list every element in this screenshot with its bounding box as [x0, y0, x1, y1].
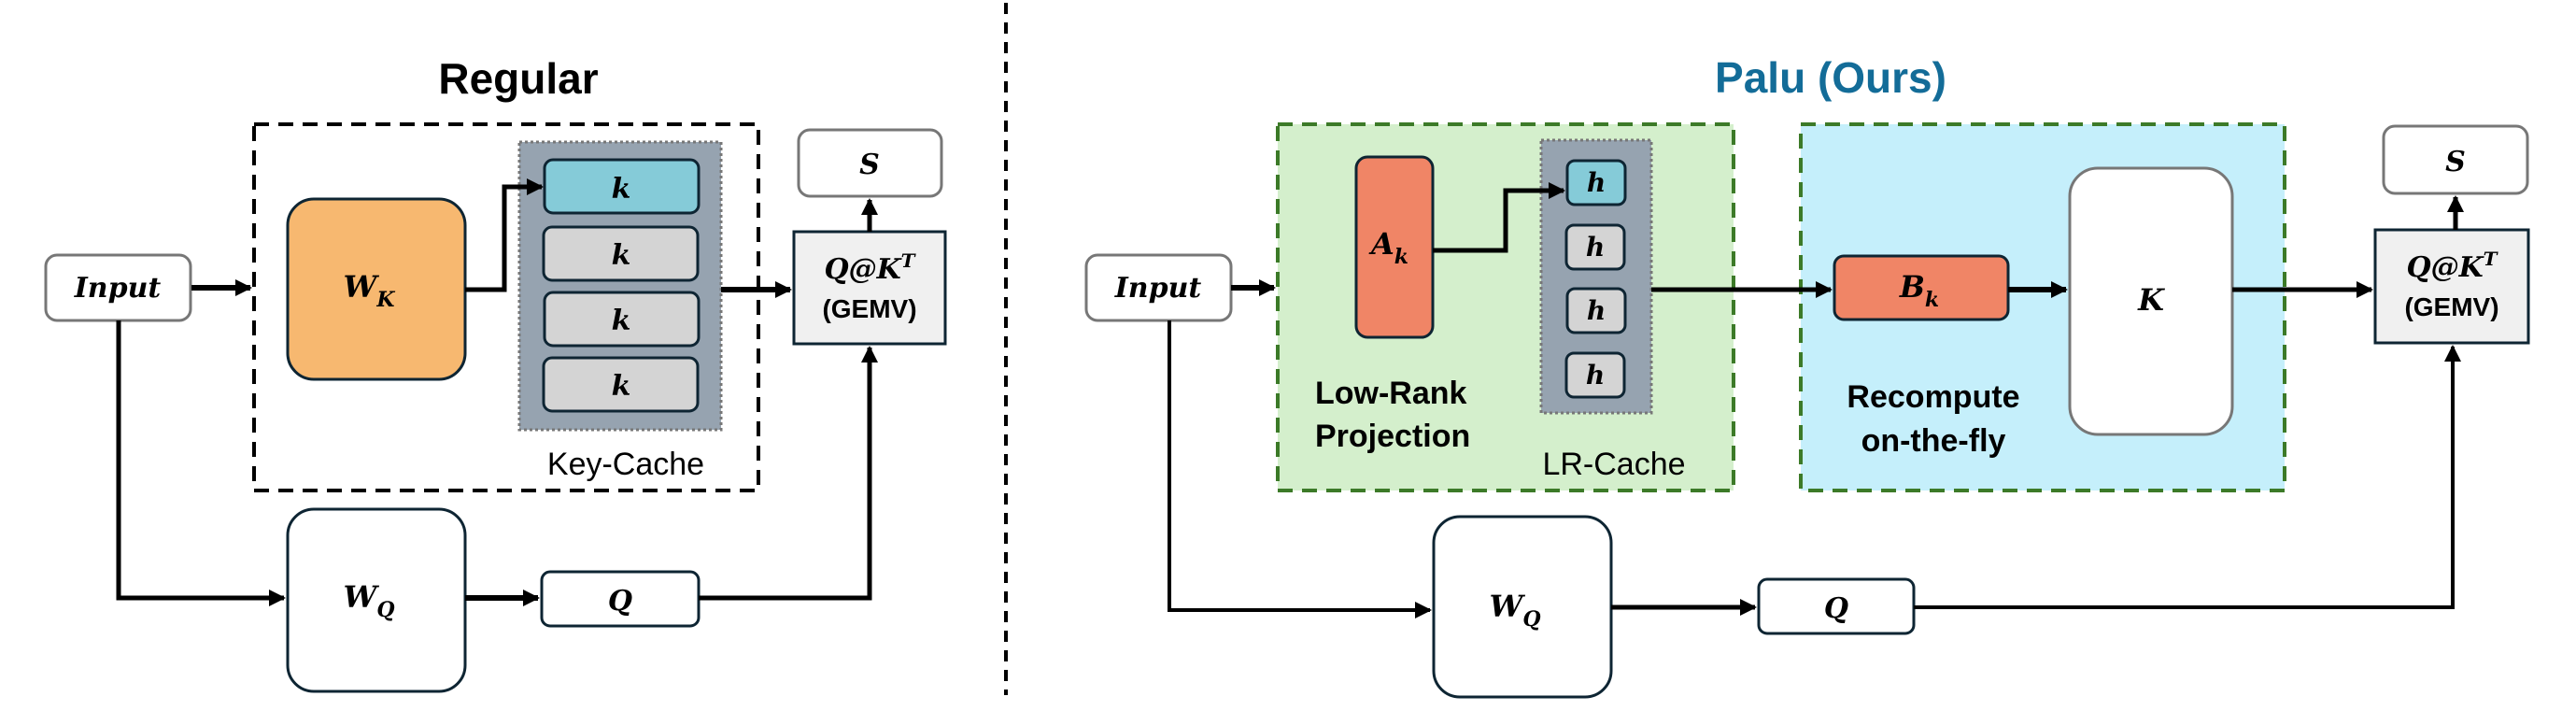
- q-label: Q: [608, 585, 632, 618]
- cache-item-label: k: [612, 370, 631, 403]
- svg-text:Bk: Bk: [1899, 269, 1939, 312]
- lr-cache: h h h h: [1539, 138, 1653, 415]
- cache-item: [542, 225, 700, 282]
- arrow-input-to-wq: [1168, 320, 1432, 618]
- lr-cache-item-label: h: [1587, 295, 1606, 326]
- ak-base: A: [1368, 226, 1394, 262]
- bk-sub: k: [1925, 288, 1939, 312]
- svg-text:WQ: WQ: [1489, 589, 1540, 632]
- svg-text:WK: WK: [343, 269, 395, 312]
- lowrank-label-line2: Projection: [1315, 419, 1470, 454]
- wk-sub: K: [375, 288, 395, 312]
- regular-input-label: Input: [74, 272, 162, 305]
- arrow-q-to-qk: [699, 346, 878, 601]
- regular-qk-node: Q@KT (GEMV): [792, 230, 947, 346]
- palu-wq-sub: Q: [1522, 607, 1540, 632]
- palu-wq-base: W: [1489, 589, 1525, 624]
- ak-node: Ak: [1354, 155, 1435, 339]
- qk-op: (GEMV): [822, 294, 916, 323]
- bk-base: B: [1899, 269, 1925, 305]
- recompute-label-line2: on-the-fly: [1861, 423, 2006, 459]
- regular-s-node: S: [797, 128, 943, 198]
- lr-cache-item: [1564, 223, 1626, 271]
- svg-text:Q@KT: Q@KT: [824, 249, 916, 286]
- qk-base: Q@K: [824, 253, 902, 286]
- palu-q-node: Q: [1757, 577, 1916, 635]
- palu-q-label: Q: [1824, 592, 1848, 625]
- lr-cache-item-new: [1565, 159, 1627, 206]
- qk-sup: T: [901, 249, 917, 272]
- arrow-q-to-qk: [1914, 345, 2461, 609]
- s-label: S: [859, 149, 880, 181]
- regular-q-node: Q: [540, 570, 701, 628]
- palu-qk-sup: T: [2484, 248, 2499, 270]
- cache-item-label: k: [612, 305, 631, 337]
- k-node: K: [2068, 166, 2234, 436]
- cache-item-label: k: [612, 173, 631, 206]
- regular-panel: Regular Input WK k k k k Key-Cache: [44, 54, 947, 693]
- svg-text:Q@KT: Q@KT: [2406, 248, 2498, 284]
- palu-s-node: S: [2382, 124, 2529, 195]
- palu-input-node: Input: [1084, 253, 1233, 322]
- palu-qk-op: (GEMV): [2404, 292, 2498, 321]
- regular-input-node: Input: [44, 253, 192, 322]
- lowrank-region: [1276, 122, 1735, 492]
- regular-wq-node: WQ: [286, 507, 467, 693]
- palu-wq-node: WQ: [1432, 515, 1613, 699]
- regular-arrows: [116, 178, 878, 606]
- svg-text:Ak: Ak: [1368, 226, 1408, 269]
- wq-base: W: [343, 579, 379, 615]
- lr-cache-item-label: h: [1586, 360, 1605, 391]
- cache-item-new: [543, 158, 701, 215]
- regular-wk-node: WK: [286, 197, 467, 381]
- lr-cache-item: [1564, 351, 1626, 399]
- key-cache: k k k k: [517, 140, 723, 432]
- arrow-wk-to-cache: [465, 178, 544, 292]
- ak-sub: k: [1394, 245, 1408, 269]
- recompute-label-line1: Recompute: [1847, 379, 2019, 415]
- palu-qk-node: Q@KT (GEMV): [2373, 228, 2530, 345]
- wk-base: W: [343, 269, 379, 305]
- lr-cache-item: [1565, 287, 1627, 334]
- key-cache-label: Key-Cache: [547, 447, 704, 482]
- lowrank-label-line1: Low-Rank: [1315, 376, 1467, 411]
- palu-input-label: Input: [1114, 272, 1202, 305]
- palu-qk-base: Q@K: [2406, 251, 2484, 284]
- cache-item: [543, 291, 701, 348]
- lr-cache-item-label: h: [1586, 232, 1605, 263]
- k-label: K: [2137, 282, 2165, 318]
- palu-title: Palu (Ours): [1715, 53, 1946, 102]
- lr-cache-label: LR-Cache: [1542, 447, 1685, 482]
- bk-node: Bk: [1833, 254, 2010, 321]
- palu-panel: Palu (Ours) Input Ak h h h h LR-Cache: [1084, 53, 2530, 699]
- regular-kproj-region: [252, 122, 760, 492]
- palu-s-label: S: [2445, 146, 2466, 178]
- regular-title: Regular: [438, 54, 598, 103]
- arrow-input-to-wq: [116, 320, 286, 606]
- lr-cache-item-label: h: [1587, 167, 1606, 198]
- cache-item: [542, 356, 700, 413]
- arrow-ak-to-cache: [1433, 182, 1565, 253]
- wq-sub: Q: [376, 598, 394, 622]
- palu-arrows: [1168, 182, 2464, 618]
- svg-text:WQ: WQ: [343, 579, 394, 622]
- cache-item-label: k: [612, 239, 631, 272]
